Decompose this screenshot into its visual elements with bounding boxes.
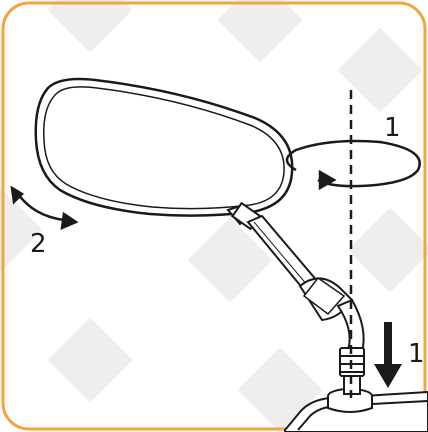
insert-step-label: 1 xyxy=(408,339,425,369)
tilt-step-label: 2 xyxy=(30,229,47,259)
tilt-arrow-icon xyxy=(10,185,79,231)
rotate-arrow-icon xyxy=(285,139,421,191)
mirror-icon xyxy=(34,77,294,217)
mirror-joint xyxy=(298,276,365,395)
down-arrow-icon xyxy=(374,322,402,388)
rotate-step-label: 1 xyxy=(384,113,401,143)
mirror-stem xyxy=(226,201,320,292)
